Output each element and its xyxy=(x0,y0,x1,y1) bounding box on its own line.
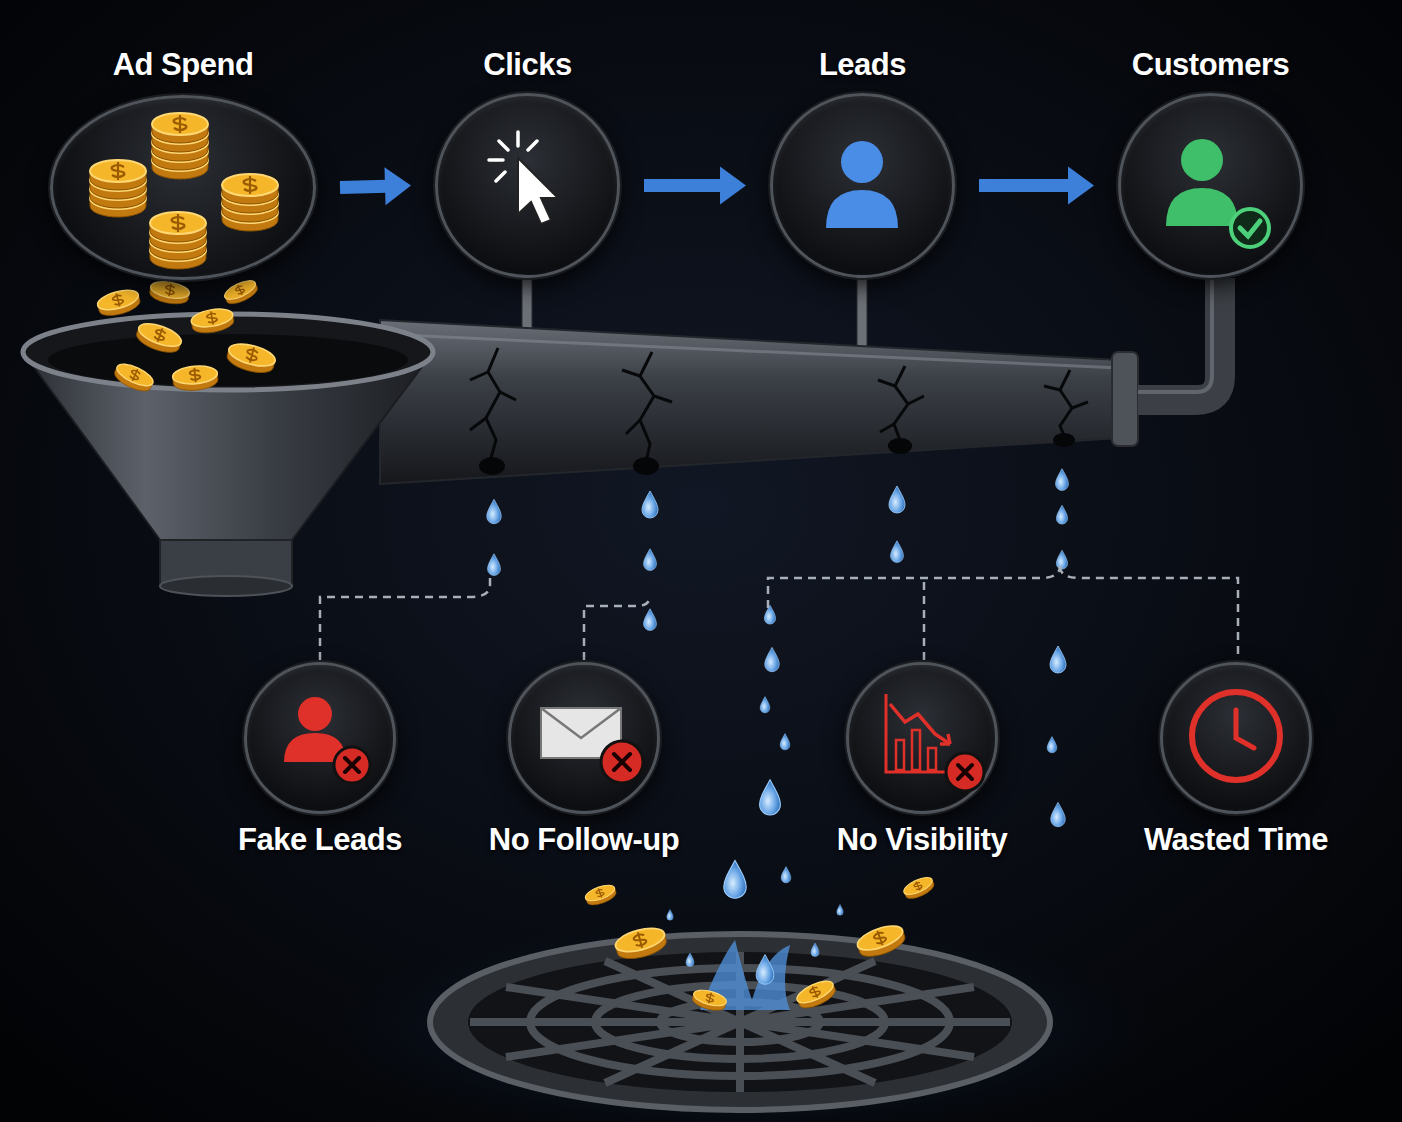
customer-icon xyxy=(1166,139,1269,247)
arrow-head xyxy=(384,167,411,205)
stage-label: Clicks xyxy=(328,47,727,83)
problem-circle: No Follow-up xyxy=(508,662,660,814)
stage-circle: Leads xyxy=(770,93,955,278)
funnel xyxy=(23,314,433,596)
crack-holes xyxy=(479,433,1075,475)
stage-label: No Visibility xyxy=(739,822,1105,858)
envelope-icon xyxy=(541,708,643,783)
stage-circle: Ad Spend xyxy=(50,95,316,280)
flow-arrow xyxy=(340,167,411,205)
stage-circle: Clicks xyxy=(435,93,620,278)
problem-circle: Wasted Time xyxy=(1160,662,1312,814)
arrow-head xyxy=(1068,167,1094,205)
flow-arrow xyxy=(979,167,1094,205)
stage-label: Fake Leads xyxy=(137,822,503,858)
chart-icon xyxy=(886,694,984,791)
lead-icon xyxy=(826,141,898,228)
arrow-shaft xyxy=(979,179,1070,192)
drain-coins xyxy=(583,874,936,1013)
leader-lines xyxy=(320,566,1238,660)
pipe-cracks xyxy=(470,348,1088,462)
stage-label: Ad Spend xyxy=(0,47,423,83)
coin-stacks xyxy=(90,113,278,269)
stage-label: Wasted Time xyxy=(1053,822,1402,858)
problem-circle: Fake Leads xyxy=(244,662,396,814)
stage-label: Leads xyxy=(663,47,1062,83)
clock-icon xyxy=(1192,692,1280,780)
water-puddle xyxy=(320,920,1160,1122)
stage-label: Customers xyxy=(1011,47,1402,83)
arrow-head xyxy=(720,167,746,205)
arrow-shaft xyxy=(340,186,387,187)
leaky-pipe xyxy=(380,278,1220,484)
cursor-icon xyxy=(489,132,558,224)
stage-label: No Follow-up xyxy=(401,822,767,858)
problem-circle: No Visibility xyxy=(846,662,998,814)
arrow-shaft xyxy=(644,179,722,192)
floor-drain xyxy=(430,934,1050,1110)
falling-coins xyxy=(96,277,278,395)
flow-arrow xyxy=(644,167,746,205)
stage-circle: Customers xyxy=(1118,93,1303,278)
fake-lead-icon xyxy=(284,697,370,783)
